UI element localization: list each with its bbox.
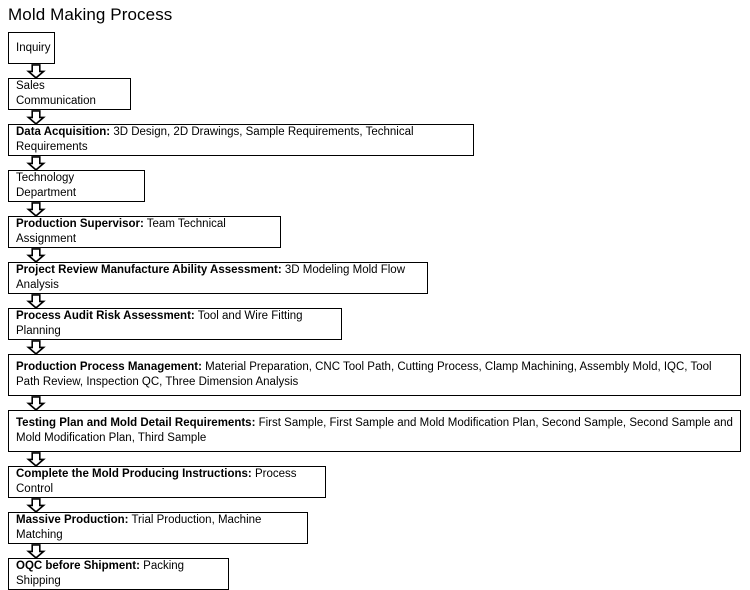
down-block-arrow-icon [26, 396, 46, 411]
flow-node-detail: 3D Design, 2D Drawings, Sample Requireme… [16, 126, 414, 153]
flow-node-inquiry[interactable]: Inquiry [8, 32, 55, 64]
flow-node-detail: Team Technical Assignment [16, 218, 226, 245]
flow-node-label: Production Supervisor: Team Technical As… [16, 217, 273, 247]
down-block-arrow-icon [26, 64, 46, 79]
down-block-arrow-icon [26, 340, 46, 355]
flow-node-heading: Data Acquisition: [16, 126, 111, 138]
flow-node-heading: Testing Plan and Mold Detail Requirement… [16, 417, 256, 429]
flow-node-technology-department[interactable]: Technology Department [8, 170, 145, 202]
flow-node-label: OQC before Shipment: Packing Shipping [16, 559, 221, 589]
flow-node-label: Process Audit Risk Assessment: Tool and … [16, 309, 334, 339]
flow-node-detail: Trial Production, Machine Matching [16, 514, 262, 541]
flow-node-detail: Tool and Wire Fitting Planning [16, 310, 303, 337]
flow-node-process-audit-risk-assessment[interactable]: Process Audit Risk Assessment: Tool and … [8, 308, 342, 340]
flow-node-data-acquisition[interactable]: Data Acquisition: 3D Design, 2D Drawings… [8, 124, 474, 156]
flow-node-heading: Production Process Management: [16, 361, 202, 373]
page-title: Mold Making Process [8, 5, 173, 24]
flow-node-sales-communication[interactable]: Sales Communication [8, 78, 131, 110]
down-block-arrow-icon [26, 248, 46, 263]
down-block-arrow-icon [26, 156, 46, 171]
flow-node-heading: Production Supervisor: [16, 218, 144, 230]
down-block-arrow-icon [26, 202, 46, 217]
flow-node-detail: Material Preparation, CNC Tool Path, Cut… [16, 361, 712, 388]
flow-node-oqc-before-shipment[interactable]: OQC before Shipment: Packing Shipping [8, 558, 229, 590]
down-block-arrow-icon [26, 110, 46, 125]
flow-node-heading: OQC before Shipment: [16, 560, 140, 572]
flow-node-testing-plan-and-mold-detail-requirements[interactable]: Testing Plan and Mold Detail Requirement… [8, 410, 741, 452]
flow-node-label: Sales Communication [16, 80, 96, 107]
down-block-arrow-icon [26, 294, 46, 309]
flow-node-heading: Massive Production: [16, 514, 129, 526]
down-block-arrow-icon [26, 498, 46, 513]
flow-node-heading: Complete the Mold Producing Instructions… [16, 468, 252, 480]
flow-node-heading: Project Review Manufacture Ability Asses… [16, 264, 282, 276]
flow-node-label: Technology Department [16, 172, 77, 199]
flow-node-label: Complete the Mold Producing Instructions… [16, 467, 318, 497]
flow-node-detail: 3D Modeling Mold Flow Analysis [16, 264, 406, 291]
flow-node-complete-the-mold-producing-instructions[interactable]: Complete the Mold Producing Instructions… [8, 466, 326, 498]
flow-node-massive-production[interactable]: Massive Production: Trial Production, Ma… [8, 512, 308, 544]
flow-node-heading: Process Audit Risk Assessment: [16, 310, 195, 322]
flow-node-label: Production Process Management: Material … [16, 360, 733, 390]
flow-node-production-process-management[interactable]: Production Process Management: Material … [8, 354, 741, 396]
flow-node-project-review-manufacture-ability-assessment[interactable]: Project Review Manufacture Ability Asses… [8, 262, 428, 294]
flow-node-label: Massive Production: Trial Production, Ma… [16, 513, 300, 543]
flow-node-detail: First Sample, First Sample and Mold Modi… [16, 417, 733, 444]
flow-node-label: Project Review Manufacture Ability Asses… [16, 263, 420, 293]
down-block-arrow-icon [26, 452, 46, 467]
flow-node-label: Data Acquisition: 3D Design, 2D Drawings… [16, 125, 466, 155]
flow-node-label: Inquiry [16, 41, 51, 54]
flow-node-production-supervisor[interactable]: Production Supervisor: Team Technical As… [8, 216, 281, 248]
flow-node-label: Testing Plan and Mold Detail Requirement… [16, 416, 733, 446]
flow-node-detail: Process Control [16, 468, 297, 495]
down-block-arrow-icon [26, 544, 46, 559]
